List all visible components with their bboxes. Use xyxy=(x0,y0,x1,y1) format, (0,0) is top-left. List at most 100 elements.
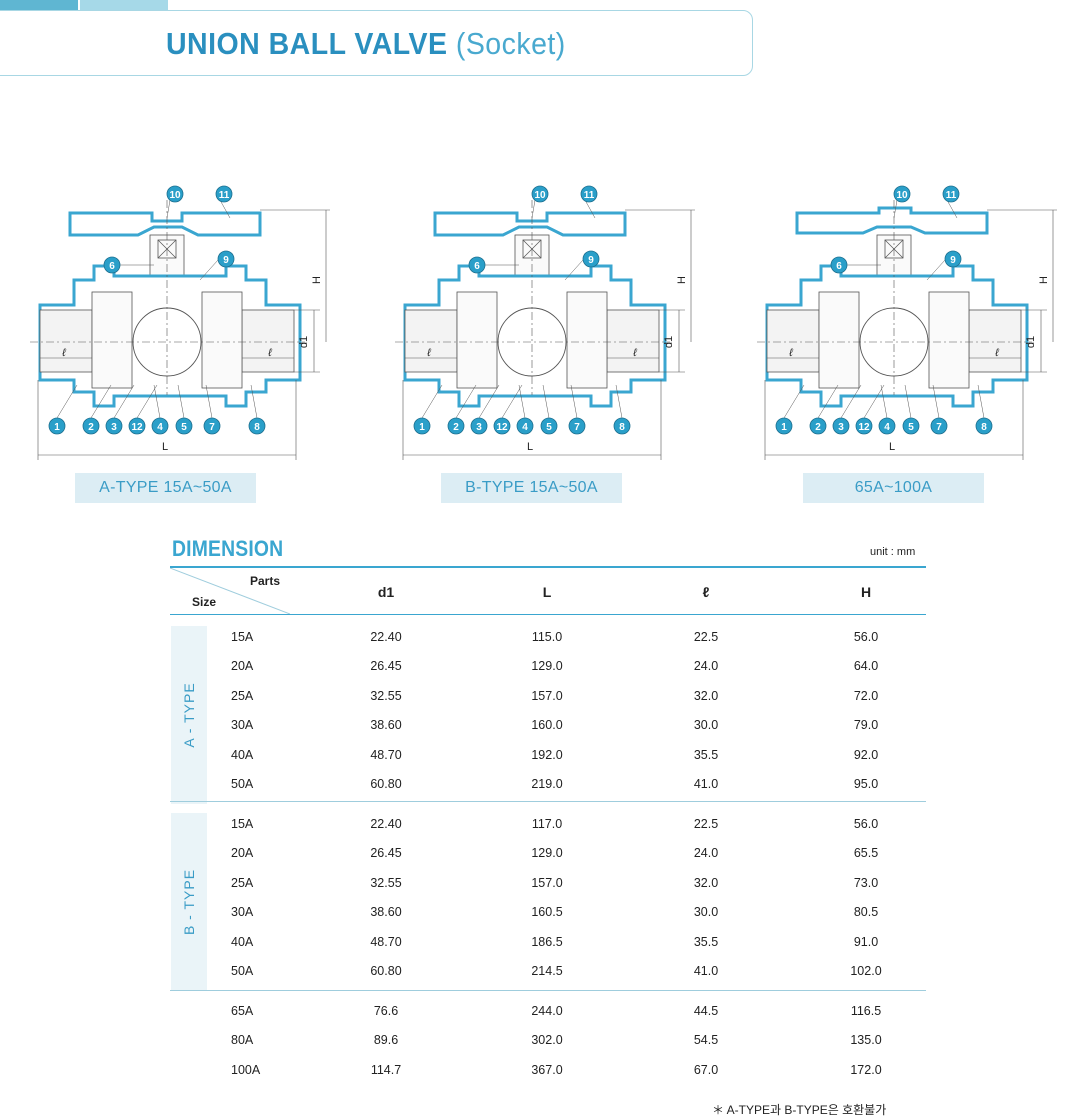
part-number: 6 xyxy=(109,261,115,272)
table-cell: 32.0 xyxy=(693,875,719,890)
leader-line xyxy=(564,259,584,281)
part-number-badge xyxy=(103,256,121,274)
table-cell: 24.0 xyxy=(693,659,719,674)
part-number-badge xyxy=(105,417,123,435)
part-number-badge xyxy=(878,417,896,435)
part-number-badge xyxy=(128,417,146,435)
table-cell-size: 80A xyxy=(231,1033,254,1048)
leader-line xyxy=(880,384,888,419)
table-cell: 54.5 xyxy=(693,1033,719,1048)
table-cell: 22.40 xyxy=(370,817,402,831)
header-d1: d1 xyxy=(377,584,395,600)
dim-label-h: H xyxy=(311,276,323,284)
leader-line xyxy=(783,384,805,419)
part-number: 9 xyxy=(950,255,956,266)
part-number: 9 xyxy=(588,255,594,266)
table-cell: 214.5 xyxy=(531,964,563,978)
table-cell-size: 50A xyxy=(231,964,254,978)
part-number-badge xyxy=(470,417,488,435)
right-pipe xyxy=(606,309,660,373)
part-number: 7 xyxy=(936,422,942,433)
title-frame xyxy=(0,10,753,76)
part-number-badge xyxy=(248,417,266,435)
leader-line xyxy=(113,384,135,419)
dim-label-l: L xyxy=(889,441,895,453)
table-cell: 30.0 xyxy=(693,718,719,733)
table-cell: 129.0 xyxy=(531,846,563,861)
table-cell: 67.0 xyxy=(693,1062,719,1077)
leader-line xyxy=(904,384,912,419)
table-cell-size: 50A xyxy=(231,777,254,791)
part-number-badge xyxy=(809,417,827,435)
dim-label-socket: ℓ xyxy=(994,347,999,359)
table-cell: 38.60 xyxy=(370,718,402,733)
part-number-badge xyxy=(830,256,848,274)
left-pipe xyxy=(39,309,93,373)
part-number-badge xyxy=(930,417,948,435)
leader-line xyxy=(893,199,898,219)
leader-line xyxy=(478,384,500,419)
part-number-badge xyxy=(775,417,793,435)
part-number: 2 xyxy=(88,422,94,433)
leader-line xyxy=(90,384,112,419)
leader-line xyxy=(946,199,958,219)
leader-line xyxy=(531,199,536,219)
table-cell: 367.0 xyxy=(531,1062,563,1077)
group-band: B - TYPE xyxy=(171,813,207,992)
part-number-badge xyxy=(48,417,66,435)
table-cell: 116.5 xyxy=(850,1004,882,1018)
leader-line xyxy=(177,384,185,419)
handle-outline xyxy=(68,211,262,237)
unit-label: unit : mm xyxy=(870,546,916,558)
part-number: 9 xyxy=(223,255,229,266)
leader-line xyxy=(817,384,839,419)
table-cell: 135.0 xyxy=(850,1033,882,1048)
table-cell-size: 65A xyxy=(231,1004,254,1018)
part-number-badge xyxy=(582,250,600,268)
table-cell: 35.5 xyxy=(693,934,719,949)
leader-line xyxy=(863,384,885,419)
table-cell: 44.5 xyxy=(693,1004,719,1018)
table-cell-size: 15A xyxy=(231,630,254,644)
table-cell: 186.5 xyxy=(531,934,563,949)
leader-line xyxy=(570,384,578,419)
table-cell-size: 20A xyxy=(231,659,254,674)
diagram-tag-65a-100a: 65A~100A xyxy=(803,473,984,503)
left-union xyxy=(818,291,860,389)
table-cell: 60.80 xyxy=(370,964,402,978)
left-union xyxy=(456,291,498,389)
part-number: 6 xyxy=(474,261,480,272)
part-number: 10 xyxy=(169,190,181,201)
part-number: 11 xyxy=(584,190,595,201)
dim-label-socket: ℓ xyxy=(267,347,272,359)
part-number: 10 xyxy=(896,190,908,201)
part-number-badge xyxy=(447,417,465,435)
dim-label-socket: ℓ xyxy=(788,347,793,359)
part-number: 12 xyxy=(496,422,508,433)
table-cell: 38.60 xyxy=(370,905,402,920)
page-title-main: UNION BALL VALVE xyxy=(166,26,456,61)
part-number: 4 xyxy=(522,422,528,433)
handle-outline xyxy=(795,206,989,235)
table-top-rule xyxy=(170,566,926,568)
table-cell: 192.0 xyxy=(531,747,563,762)
part-number-badge xyxy=(531,185,549,203)
part-number: 6 xyxy=(836,261,842,272)
table-header-rule xyxy=(170,614,926,615)
table-cell: 80.5 xyxy=(853,905,879,920)
table-cell: 160.0 xyxy=(531,718,563,733)
part-number: 2 xyxy=(815,422,821,433)
header-l: L xyxy=(542,584,552,600)
part-number: 1 xyxy=(54,422,60,433)
right-pipe xyxy=(241,309,295,373)
handle-outline xyxy=(433,211,627,237)
part-number-badge xyxy=(215,185,233,203)
table-cell: 95.0 xyxy=(853,777,879,791)
compatibility-note: ＊ A-TYPE과 B-TYPE은 호환불가 xyxy=(712,1103,887,1117)
table-cell: 89.6 xyxy=(373,1033,399,1048)
part-number-badge xyxy=(944,250,962,268)
table-cell: 157.0 xyxy=(531,688,563,703)
table-cell-size: 20A xyxy=(231,846,254,861)
table-cell: 129.0 xyxy=(531,659,563,674)
leader-line xyxy=(926,259,946,281)
